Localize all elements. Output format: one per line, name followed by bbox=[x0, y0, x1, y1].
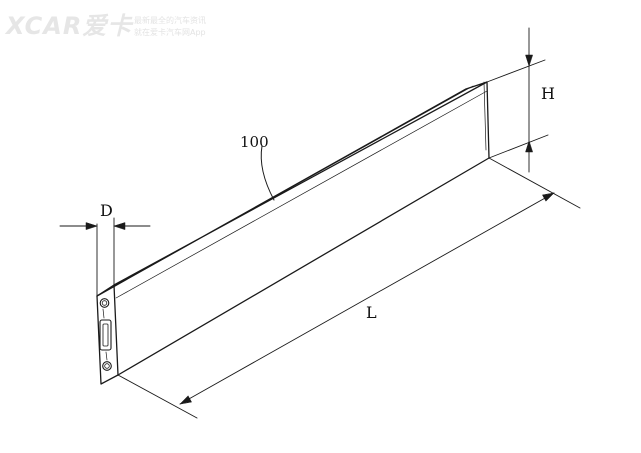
connector-slot-outer bbox=[99, 319, 112, 351]
dimension-h bbox=[486, 27, 549, 173]
d-arrow-right bbox=[113, 222, 126, 230]
terminal-circle-bottom-inner bbox=[104, 363, 110, 369]
watermark-tagline-2: 就在爱卡汽车网App bbox=[134, 28, 206, 37]
part-number-label: 100 bbox=[240, 133, 269, 151]
terminal-links bbox=[102, 308, 108, 361]
l-extension-right bbox=[488, 157, 581, 209]
top-chamfer-line bbox=[103, 85, 474, 293]
h-arrow-bottom bbox=[525, 140, 533, 153]
d-arrow-left bbox=[85, 222, 98, 230]
l-extension-left bbox=[117, 374, 198, 419]
far-end-inner-edge bbox=[483, 81, 487, 151]
terminal-details bbox=[99, 298, 112, 371]
l-arrow-left bbox=[179, 395, 192, 405]
terminal-circle-top-inner bbox=[101, 300, 108, 306]
dimension-l-label: L bbox=[366, 303, 377, 322]
h-extension-top bbox=[486, 59, 546, 83]
battery-cell-body bbox=[96, 81, 490, 385]
side-face-bottom-edge bbox=[117, 157, 490, 376]
h-extension-bottom bbox=[488, 134, 549, 159]
watermark-tagline-1: 最新最全的汽车资讯 bbox=[134, 16, 206, 25]
terminal-circle-top-outer bbox=[99, 298, 110, 308]
h-arrow-top bbox=[525, 54, 533, 67]
dimension-d-label: D bbox=[100, 201, 113, 220]
side-chamfer-line bbox=[115, 90, 488, 299]
l-dimension-line bbox=[179, 192, 555, 405]
connector-slot-inner bbox=[102, 323, 109, 347]
terminal-circle-bottom-outer bbox=[102, 361, 112, 371]
part-leader-line bbox=[260, 145, 275, 201]
dimension-l bbox=[117, 157, 581, 419]
watermark-brand: XCAR爱卡 bbox=[6, 12, 133, 40]
l-arrow-right bbox=[542, 192, 555, 202]
watermark-logo: XCAR爱卡 最新最全的汽车资讯 就在爱卡汽车网App bbox=[6, 6, 216, 46]
top-face bbox=[96, 81, 488, 297]
dimension-h-label: H bbox=[541, 84, 555, 103]
far-end-edge bbox=[486, 81, 490, 159]
dimension-d bbox=[59, 217, 151, 297]
